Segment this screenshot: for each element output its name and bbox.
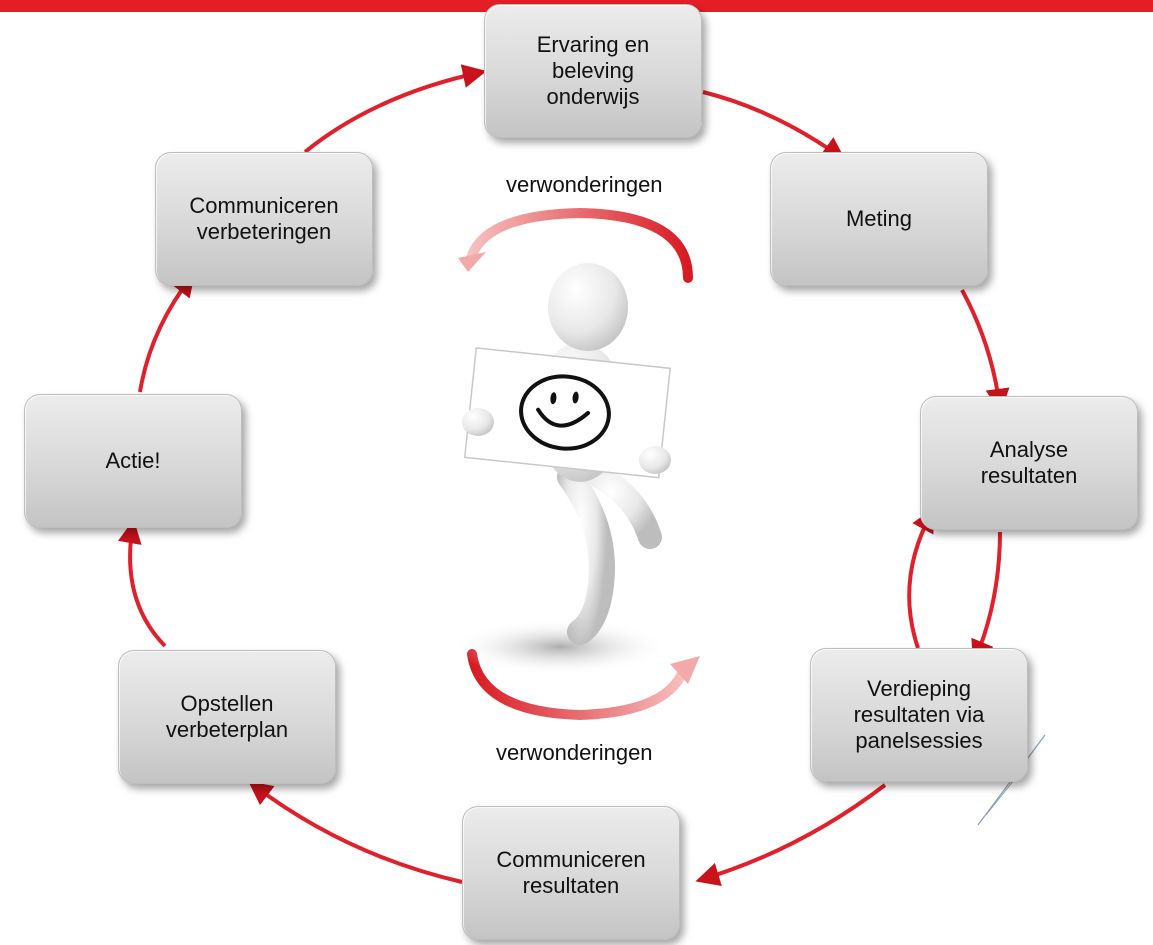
- node-comm-verbeteringen-label: Communiceren verbeteringen: [189, 193, 339, 244]
- label-verwonderingen-bottom: verwonderingen: [496, 740, 653, 765]
- inner-arc-top-head: [458, 252, 486, 272]
- arrow-opstellen-to-actie: [117, 519, 167, 648]
- arrow-verdieping-to-analyse: [907, 507, 935, 649]
- node-opstellen: Opstellen verbeterplan: [118, 650, 336, 784]
- node-verdieping: Verdieping resultaten via panelsessies: [810, 648, 1028, 782]
- arrow-comm-verbeteringen-to-ervaring: [303, 64, 487, 154]
- node-comm-verbeteringen: Communiceren verbeteringen: [155, 152, 373, 286]
- node-analyse: Analyse resultaten: [920, 396, 1138, 530]
- node-meting: Meting: [770, 152, 988, 286]
- inner-arc-bottom: [467, 649, 689, 721]
- node-ervaring: Ervaring en beleving onderwijs: [484, 4, 702, 138]
- node-analyse-label: Analyse resultaten: [980, 437, 1078, 488]
- inner-arc-bottom-head: [670, 656, 700, 684]
- stick-figure-with-smiley-sign-icon: [450, 263, 671, 675]
- label-verwonderingen-top: verwonderingen: [506, 172, 663, 197]
- inner-arc-top: [465, 207, 693, 283]
- arrow-ervaring-to-meting: [702, 90, 846, 161]
- node-actie: Actie!: [24, 394, 242, 528]
- arrow-analyse-to-verdieping: [971, 531, 1002, 665]
- node-comm-resultaten-label: Communiceren resultaten: [496, 847, 646, 898]
- node-verdieping-label: Verdieping resultaten via panelsessies: [853, 676, 985, 753]
- node-ervaring-label: Ervaring en beleving onderwijs: [536, 32, 650, 109]
- node-actie-label: Actie!: [105, 448, 161, 473]
- arrow-meting-to-analyse: [960, 289, 1010, 413]
- node-opstellen-label: Opstellen verbeterplan: [165, 691, 289, 742]
- arrow-actie-to-comm-verbeteringen: [138, 272, 195, 393]
- node-meting-label: Meting: [845, 206, 913, 231]
- arrow-verdieping-to-comm-resultaten: [695, 783, 887, 886]
- arrow-comm-resultaten-to-opstellen: [248, 781, 463, 884]
- node-comm-resultaten: Communiceren resultaten: [462, 806, 680, 940]
